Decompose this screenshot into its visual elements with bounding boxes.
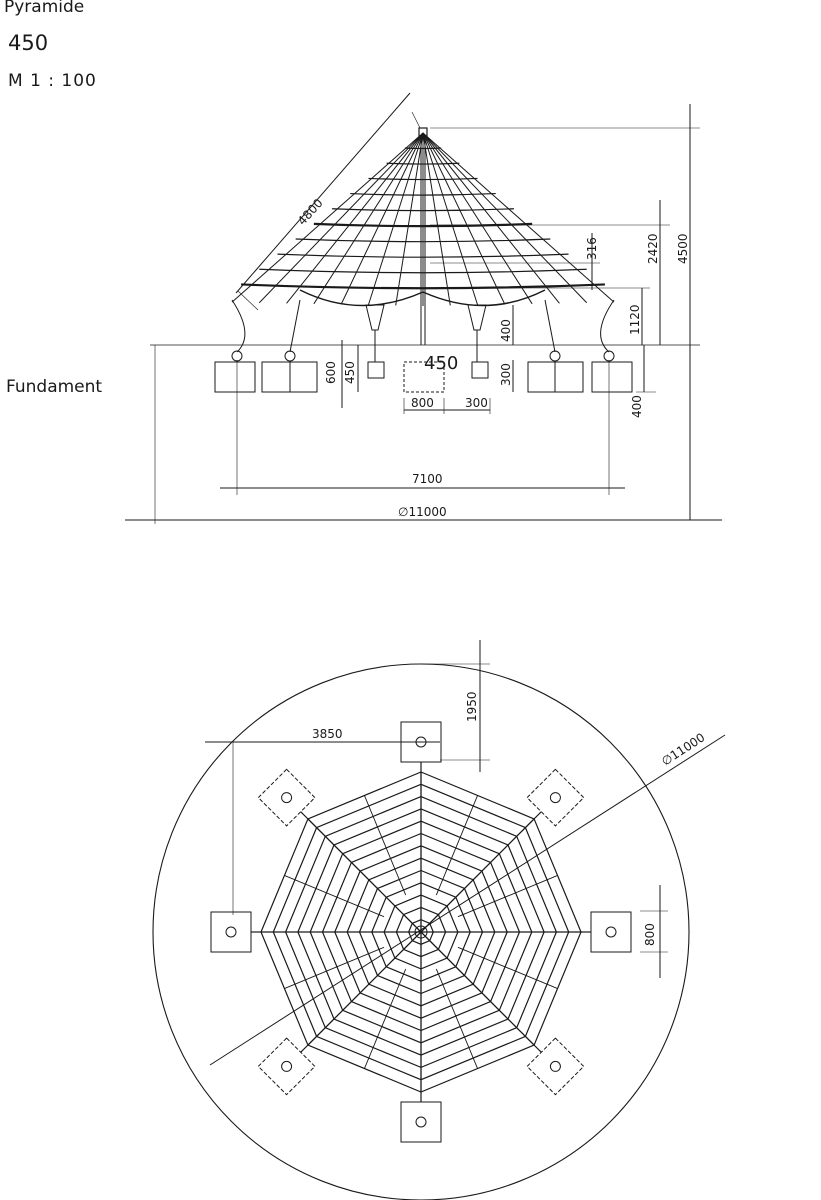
web-ring — [309, 820, 533, 1044]
web-ring — [297, 808, 545, 1056]
net-rope — [422, 132, 479, 306]
web-spoke — [435, 968, 478, 1069]
anchor-rope — [544, 299, 556, 353]
dim-450: 450 — [343, 361, 357, 384]
web-spoke — [364, 968, 407, 1069]
net-rope — [422, 132, 615, 303]
web-ring — [395, 906, 447, 958]
foundation-block — [210, 911, 252, 953]
top-view — [152, 640, 726, 1200]
web-ring — [334, 845, 508, 1019]
center-label: 450 — [424, 353, 458, 374]
foundation-block — [590, 911, 632, 953]
mast — [418, 127, 428, 139]
net-ring — [295, 238, 551, 243]
net-ring — [259, 268, 587, 274]
dim-4500: 4500 — [676, 233, 690, 264]
anchor-rope — [231, 299, 246, 353]
foundation-block — [591, 361, 633, 393]
web-ring — [358, 869, 484, 995]
foundation-block — [403, 361, 445, 393]
dim-1120: 1120 — [628, 304, 642, 335]
web-spoke — [457, 875, 558, 918]
side-foundation-blocks — [214, 350, 633, 393]
support-cone — [365, 304, 385, 331]
foundation-block — [367, 361, 385, 379]
dim-3850: 3850 — [312, 727, 343, 741]
net-rope — [231, 132, 424, 303]
net-rope — [286, 132, 424, 304]
net-rope — [367, 132, 424, 306]
dim-300-offset: 300 — [465, 396, 488, 410]
web-ring — [321, 832, 521, 1032]
dim-1950: 1950 — [465, 691, 479, 722]
net-rope — [258, 132, 424, 304]
web-spoke — [420, 931, 535, 1046]
net-rope — [422, 132, 451, 306]
web-ring — [408, 919, 434, 945]
dim-800-block: 800 — [643, 923, 657, 946]
anchor-rope — [600, 299, 615, 353]
web-spoke — [307, 818, 422, 933]
dim-diameter-top: ∅11000 — [659, 730, 707, 768]
net-ring — [241, 283, 605, 290]
web-spoke — [420, 818, 535, 933]
support-cone — [467, 304, 487, 331]
web-ring — [284, 796, 558, 1069]
product-name: Pyramide — [4, 0, 85, 17]
net-ring — [277, 253, 569, 258]
top-view-net — [260, 771, 582, 1093]
web-spoke — [307, 931, 422, 1046]
foundation-label: Fundament — [6, 377, 103, 397]
foundation-block — [400, 1101, 442, 1143]
model-number: 450 — [8, 31, 49, 55]
web-ring — [383, 894, 459, 970]
anchor-rope — [289, 299, 301, 353]
net-rope — [422, 132, 506, 305]
net-ring — [386, 162, 460, 165]
mast-top — [414, 925, 428, 939]
web-ring — [272, 783, 570, 1081]
side-view — [125, 92, 722, 524]
dim-600: 600 — [324, 361, 338, 384]
side-view-net — [231, 132, 615, 353]
net-rope — [340, 132, 424, 305]
dim-300-v: 300 — [499, 363, 513, 386]
web-spoke — [284, 875, 385, 918]
dim-400-cone: 400 — [499, 319, 513, 342]
net-sag — [299, 289, 546, 307]
web-ring — [371, 882, 471, 982]
dim-7100: 7100 — [412, 472, 443, 486]
net-rope — [422, 132, 588, 304]
net-ring — [350, 192, 496, 196]
dim-316: 316 — [585, 237, 599, 260]
net-ring — [368, 177, 478, 181]
web-spoke — [435, 795, 478, 896]
dim-400-depth: 400 — [630, 395, 644, 418]
net-rope — [422, 132, 560, 304]
foundation-block — [471, 361, 489, 379]
scale-label: M 1 : 100 — [8, 71, 97, 91]
foundation-block — [214, 361, 256, 393]
dim-diameter-side: ∅11000 — [398, 505, 447, 519]
dim-800-offset: 800 — [411, 396, 434, 410]
web-spoke — [284, 946, 385, 989]
web-spoke — [457, 946, 558, 989]
web-ring — [346, 857, 496, 1007]
net-rope — [395, 132, 424, 306]
web-spoke — [364, 795, 407, 896]
net-ring — [332, 208, 514, 212]
dim-2420: 2420 — [646, 233, 660, 264]
net-rope — [422, 132, 533, 305]
net-rope — [313, 132, 424, 305]
